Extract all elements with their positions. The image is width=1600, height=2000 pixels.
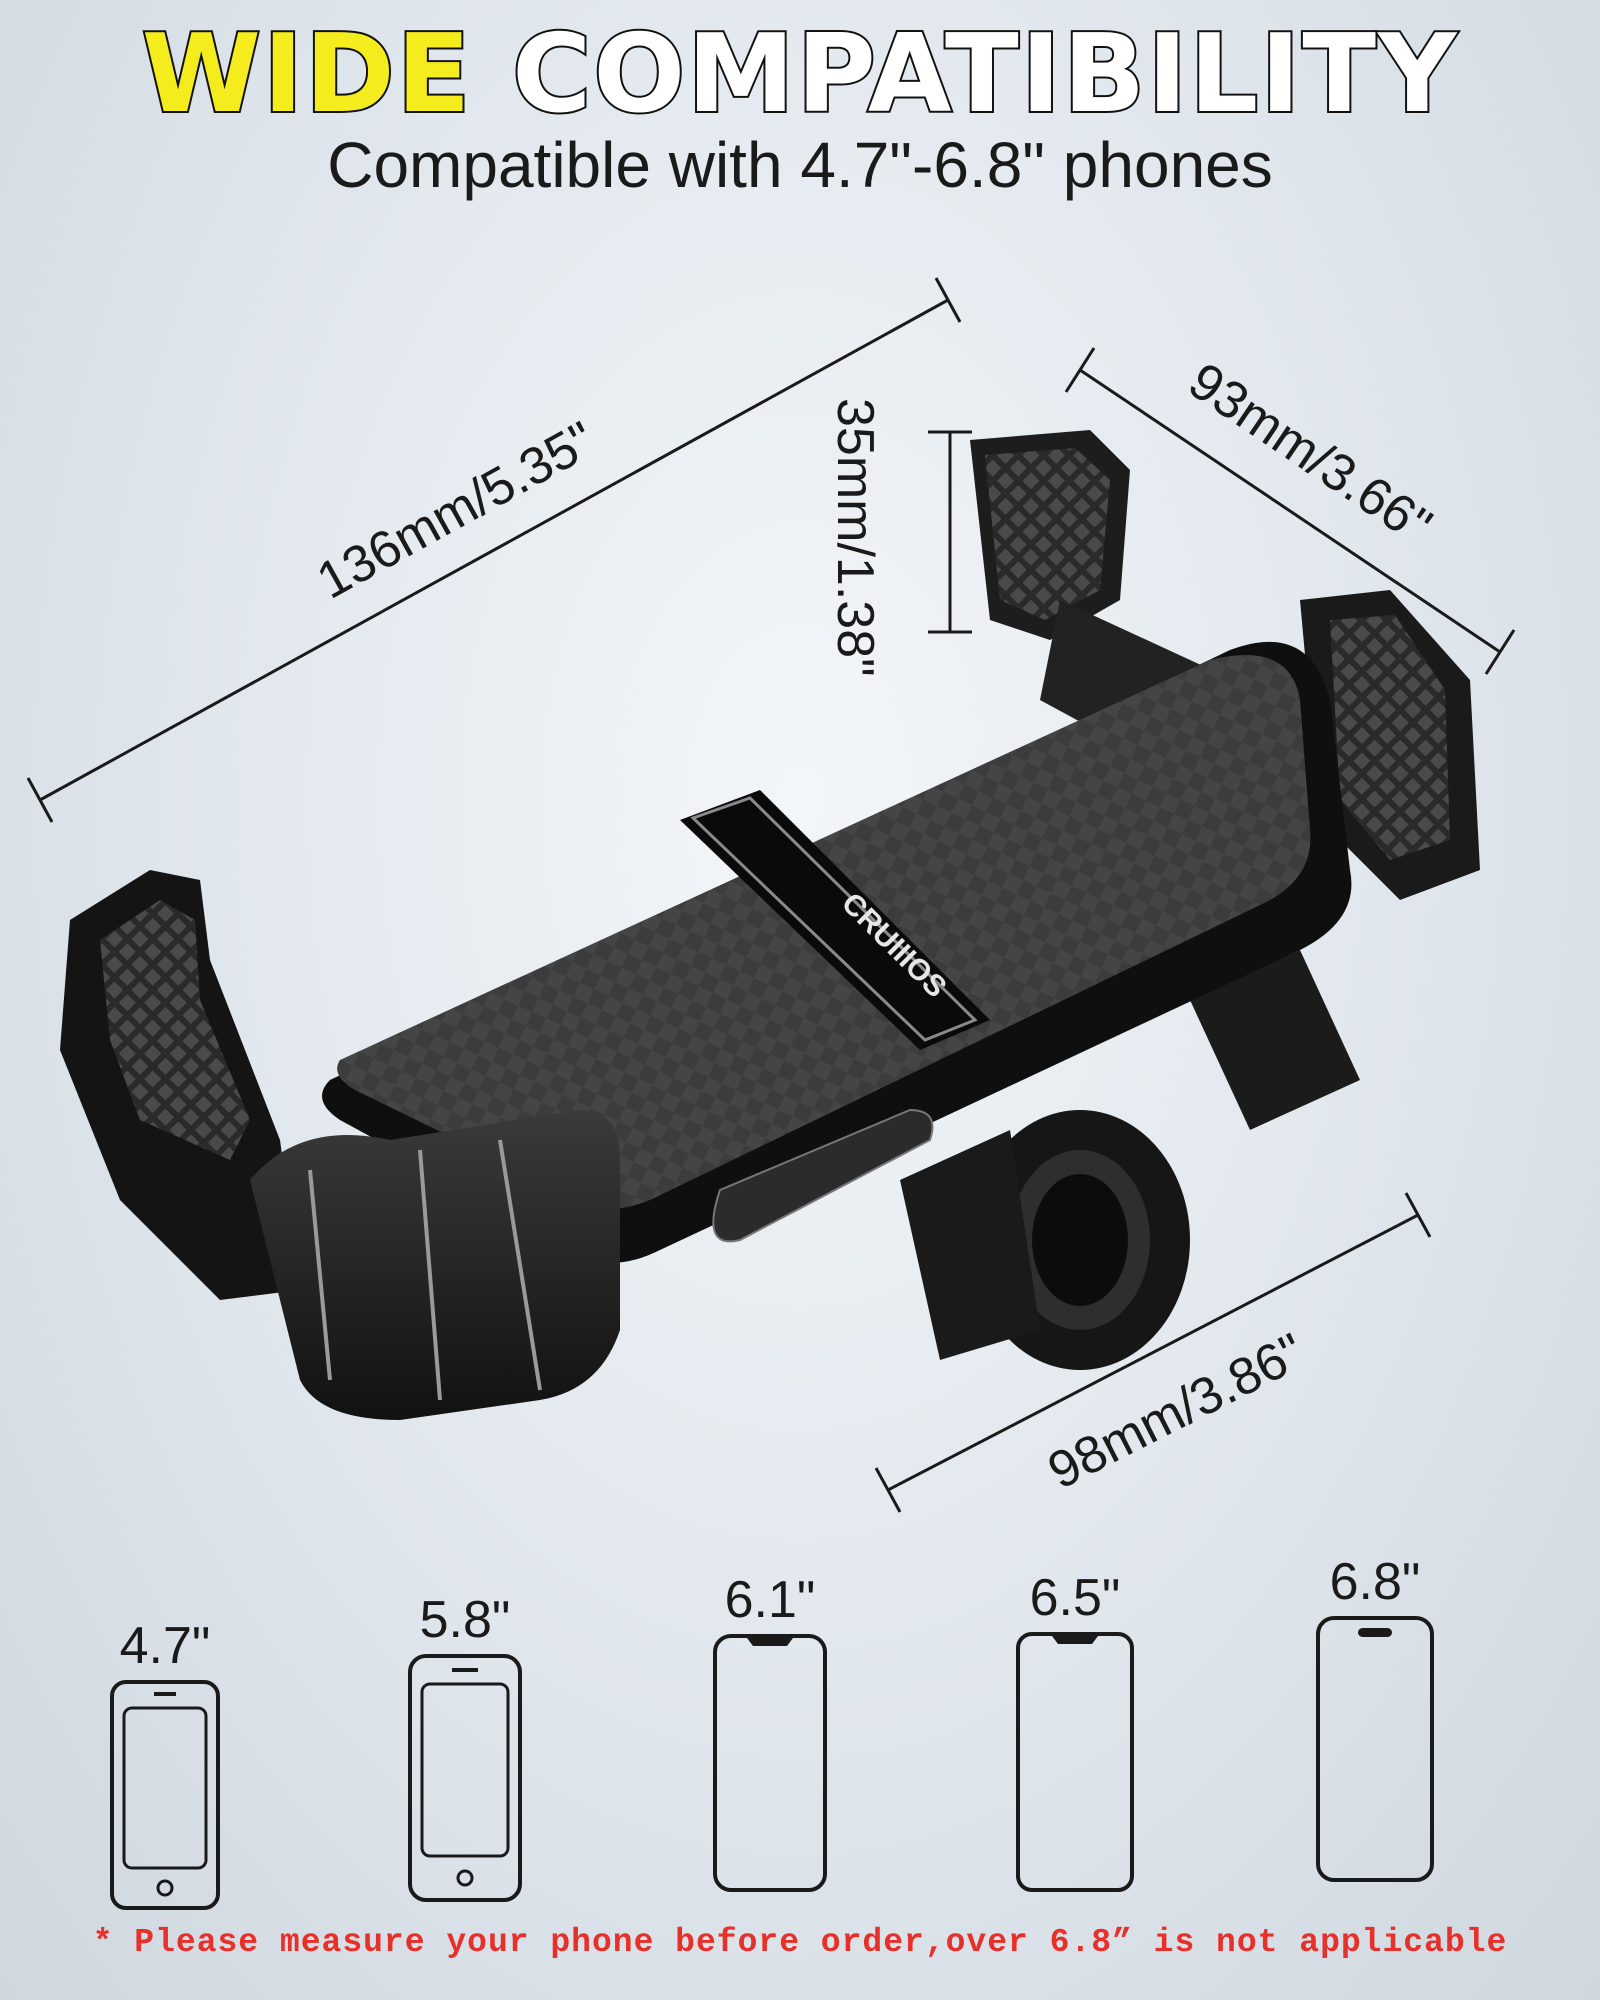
phone-size-list: 4.7" 5.8" 6.1" 6.5" 6.8" [0,1553,1600,1930]
phone-size-item: 6.8" [1310,1552,1440,1891]
phone-holder: CRUIIIOS [60,430,1480,1420]
phone-notch-icon [713,1634,827,1892]
phone-size-label: 6.5" [1029,1569,1121,1627]
phone-notch-icon [1016,1632,1134,1892]
dimension-label-depth: 35mm/1.38" [826,398,884,677]
phone-size-label: 6.8" [1329,1553,1421,1611]
dimension-line-width [1064,347,1516,675]
phone-size-item: 6.1" [705,1570,835,1901]
page-title: WIDE COMPATIBILITY [0,10,1600,140]
dimension-line-length [26,277,962,823]
phone-size-item: 5.8" [400,1590,530,1911]
dimension-label-length: 136mm/5.35" [308,411,605,611]
phone-size-item: 4.7" [100,1616,230,1921]
dimension-line-depth [928,430,972,634]
phone-size-label: 5.8" [419,1591,511,1649]
measure-notice: * Please measure your phone before order… [92,1924,1508,1961]
page-subtitle: Compatible with 4.7"-6.8" phones [327,129,1273,201]
phone-size-label: 4.7" [119,1617,211,1675]
product-illustration: 136mm/5.35" 35mm/1.38" 93mm/3.66" 98mm/3… [26,277,1516,1513]
title-main-word: COMPATIBILITY [510,10,1459,139]
title-highlight-word: WIDE [140,10,473,139]
phone-home-button-icon [110,1680,220,1910]
phone-size-label: 6.1" [724,1571,816,1629]
phone-home-button-icon [408,1654,522,1902]
phone-size-item: 6.5" [1010,1568,1140,1901]
phone-dynamic-island-icon [1316,1616,1434,1882]
dimension-line-base [874,1192,1432,1513]
